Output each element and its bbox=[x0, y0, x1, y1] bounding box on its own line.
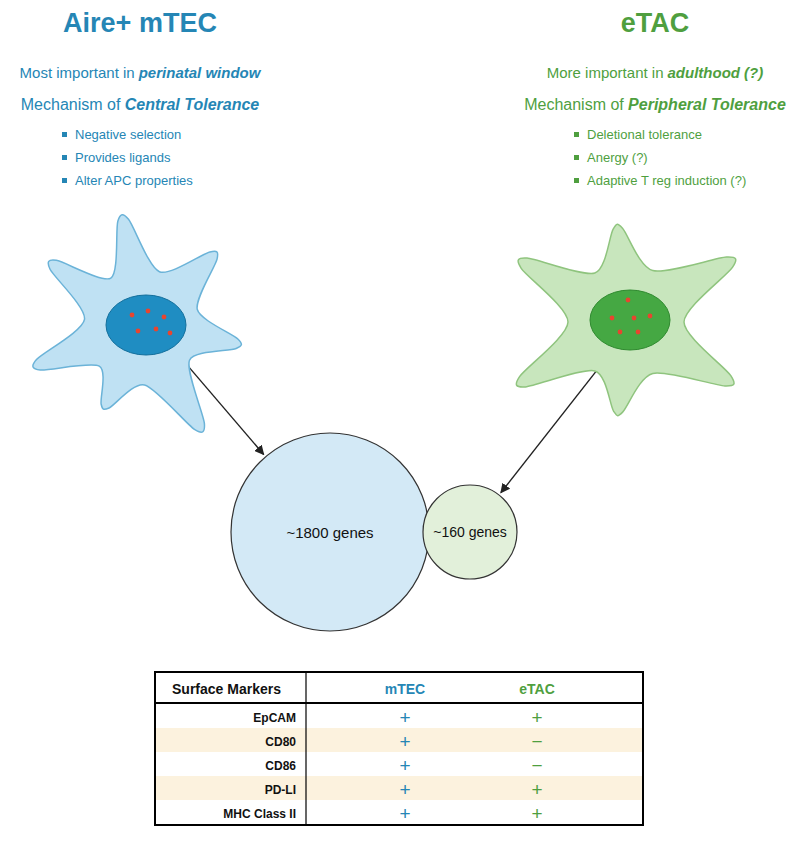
bullet-item: Deletional tolerance bbox=[574, 127, 702, 142]
column-rule bbox=[305, 672, 306, 825]
bullet-item: Anergy (?) bbox=[574, 150, 648, 165]
gene-dot bbox=[618, 330, 623, 335]
subheading-line: Mechanism ofCentral Tolerance bbox=[21, 96, 259, 114]
gene-dot bbox=[136, 329, 141, 334]
subheading-text: Mechanism of bbox=[524, 96, 624, 113]
bullet-text: Anergy (?) bbox=[587, 150, 648, 165]
subheading-line: Mechanism ofPeripheral Tolerance bbox=[524, 96, 786, 114]
marker-name: PD-LI bbox=[265, 781, 296, 799]
gene-count: ~1800 genes bbox=[286, 524, 373, 541]
bullet-text: Negative selection bbox=[75, 127, 181, 142]
gene-dot bbox=[130, 313, 135, 318]
nucleus bbox=[590, 290, 670, 350]
marker-name: CD86 bbox=[265, 757, 296, 775]
table-header: mTEC bbox=[385, 680, 425, 698]
gene-dot bbox=[610, 316, 615, 321]
gene-set bbox=[231, 433, 429, 631]
cell-figure: eTAC bbox=[478, 212, 768, 434]
bullet-square bbox=[574, 178, 579, 183]
bullet-square bbox=[574, 155, 579, 160]
bullet-square bbox=[62, 155, 67, 160]
bullet-item: Adaptive T reg induction (?) bbox=[574, 173, 746, 188]
marker-value: − bbox=[531, 757, 542, 775]
bullet-square bbox=[62, 178, 67, 183]
marker-value: + bbox=[399, 709, 410, 727]
bullet-item: Alter APC properties bbox=[62, 173, 193, 188]
table-header: eTAC bbox=[519, 680, 555, 698]
marker-value: − bbox=[531, 733, 542, 751]
gene-dot bbox=[648, 314, 653, 319]
gene-dot bbox=[154, 327, 159, 332]
cell-outline bbox=[10, 205, 275, 460]
marker-value: + bbox=[399, 733, 410, 751]
gene-dot bbox=[168, 331, 173, 336]
subheading-text: Peripheral Tolerance bbox=[628, 96, 786, 113]
row-shade bbox=[156, 776, 642, 800]
marker-value: + bbox=[531, 709, 542, 727]
cell-heading: eTAC bbox=[621, 8, 690, 39]
subheading-text: Central Tolerance bbox=[125, 96, 260, 113]
bullet-square bbox=[574, 132, 579, 137]
gene-circle: ~1800 genes bbox=[230, 432, 430, 632]
subheading-text: Most important in bbox=[20, 64, 135, 81]
marker-name: EpCAM bbox=[253, 709, 296, 727]
marker-name: CD80 bbox=[265, 733, 296, 751]
marker-value: + bbox=[399, 781, 410, 799]
cell-body bbox=[33, 215, 242, 433]
gene-dot bbox=[146, 309, 151, 314]
cell-body bbox=[516, 224, 736, 415]
bullet-text: Deletional tolerance bbox=[587, 127, 702, 142]
table-header: Surface Markers bbox=[172, 680, 281, 698]
gene-dot bbox=[636, 330, 641, 335]
bullet-item: Negative selection bbox=[62, 127, 181, 142]
marker-value: + bbox=[399, 757, 410, 775]
cell-outline bbox=[478, 212, 768, 434]
row-shade bbox=[156, 728, 642, 752]
gene-set bbox=[423, 485, 517, 579]
cell-figure: Aire+ mTEC bbox=[10, 205, 275, 460]
subheading-line: More important inadulthood(?) bbox=[547, 64, 763, 81]
gene-dot bbox=[626, 298, 631, 303]
gene-count: ~160 genes bbox=[433, 524, 507, 540]
marker-name: MHC Class II bbox=[223, 805, 296, 823]
nucleus bbox=[106, 295, 186, 355]
bullet-text: Alter APC properties bbox=[75, 173, 193, 188]
subheading-text: perinatal window bbox=[139, 64, 261, 81]
table-border bbox=[155, 672, 643, 825]
marker-value: + bbox=[531, 781, 542, 799]
subheading-text: More important in bbox=[547, 64, 664, 81]
subheading-text: Mechanism of bbox=[21, 96, 121, 113]
bullet-text: Adaptive T reg induction (?) bbox=[587, 173, 746, 188]
marker-value: + bbox=[531, 805, 542, 823]
bullet-text: Provides ligands bbox=[75, 150, 170, 165]
table-ground bbox=[155, 672, 643, 825]
subheading-line: Most important inperinatal window bbox=[20, 64, 261, 81]
gene-circle: ~160 genes bbox=[422, 484, 518, 580]
bullet-item: Provides ligands bbox=[62, 150, 170, 165]
gene-dot bbox=[162, 315, 167, 320]
subheading-text: (?) bbox=[744, 64, 763, 81]
gene-dot bbox=[632, 316, 637, 321]
subheading-text: adulthood bbox=[668, 64, 740, 81]
cell-heading: Aire+ mTEC bbox=[63, 8, 217, 39]
header-rule bbox=[155, 702, 643, 704]
bullet-square bbox=[62, 132, 67, 137]
marker-value: + bbox=[399, 805, 410, 823]
